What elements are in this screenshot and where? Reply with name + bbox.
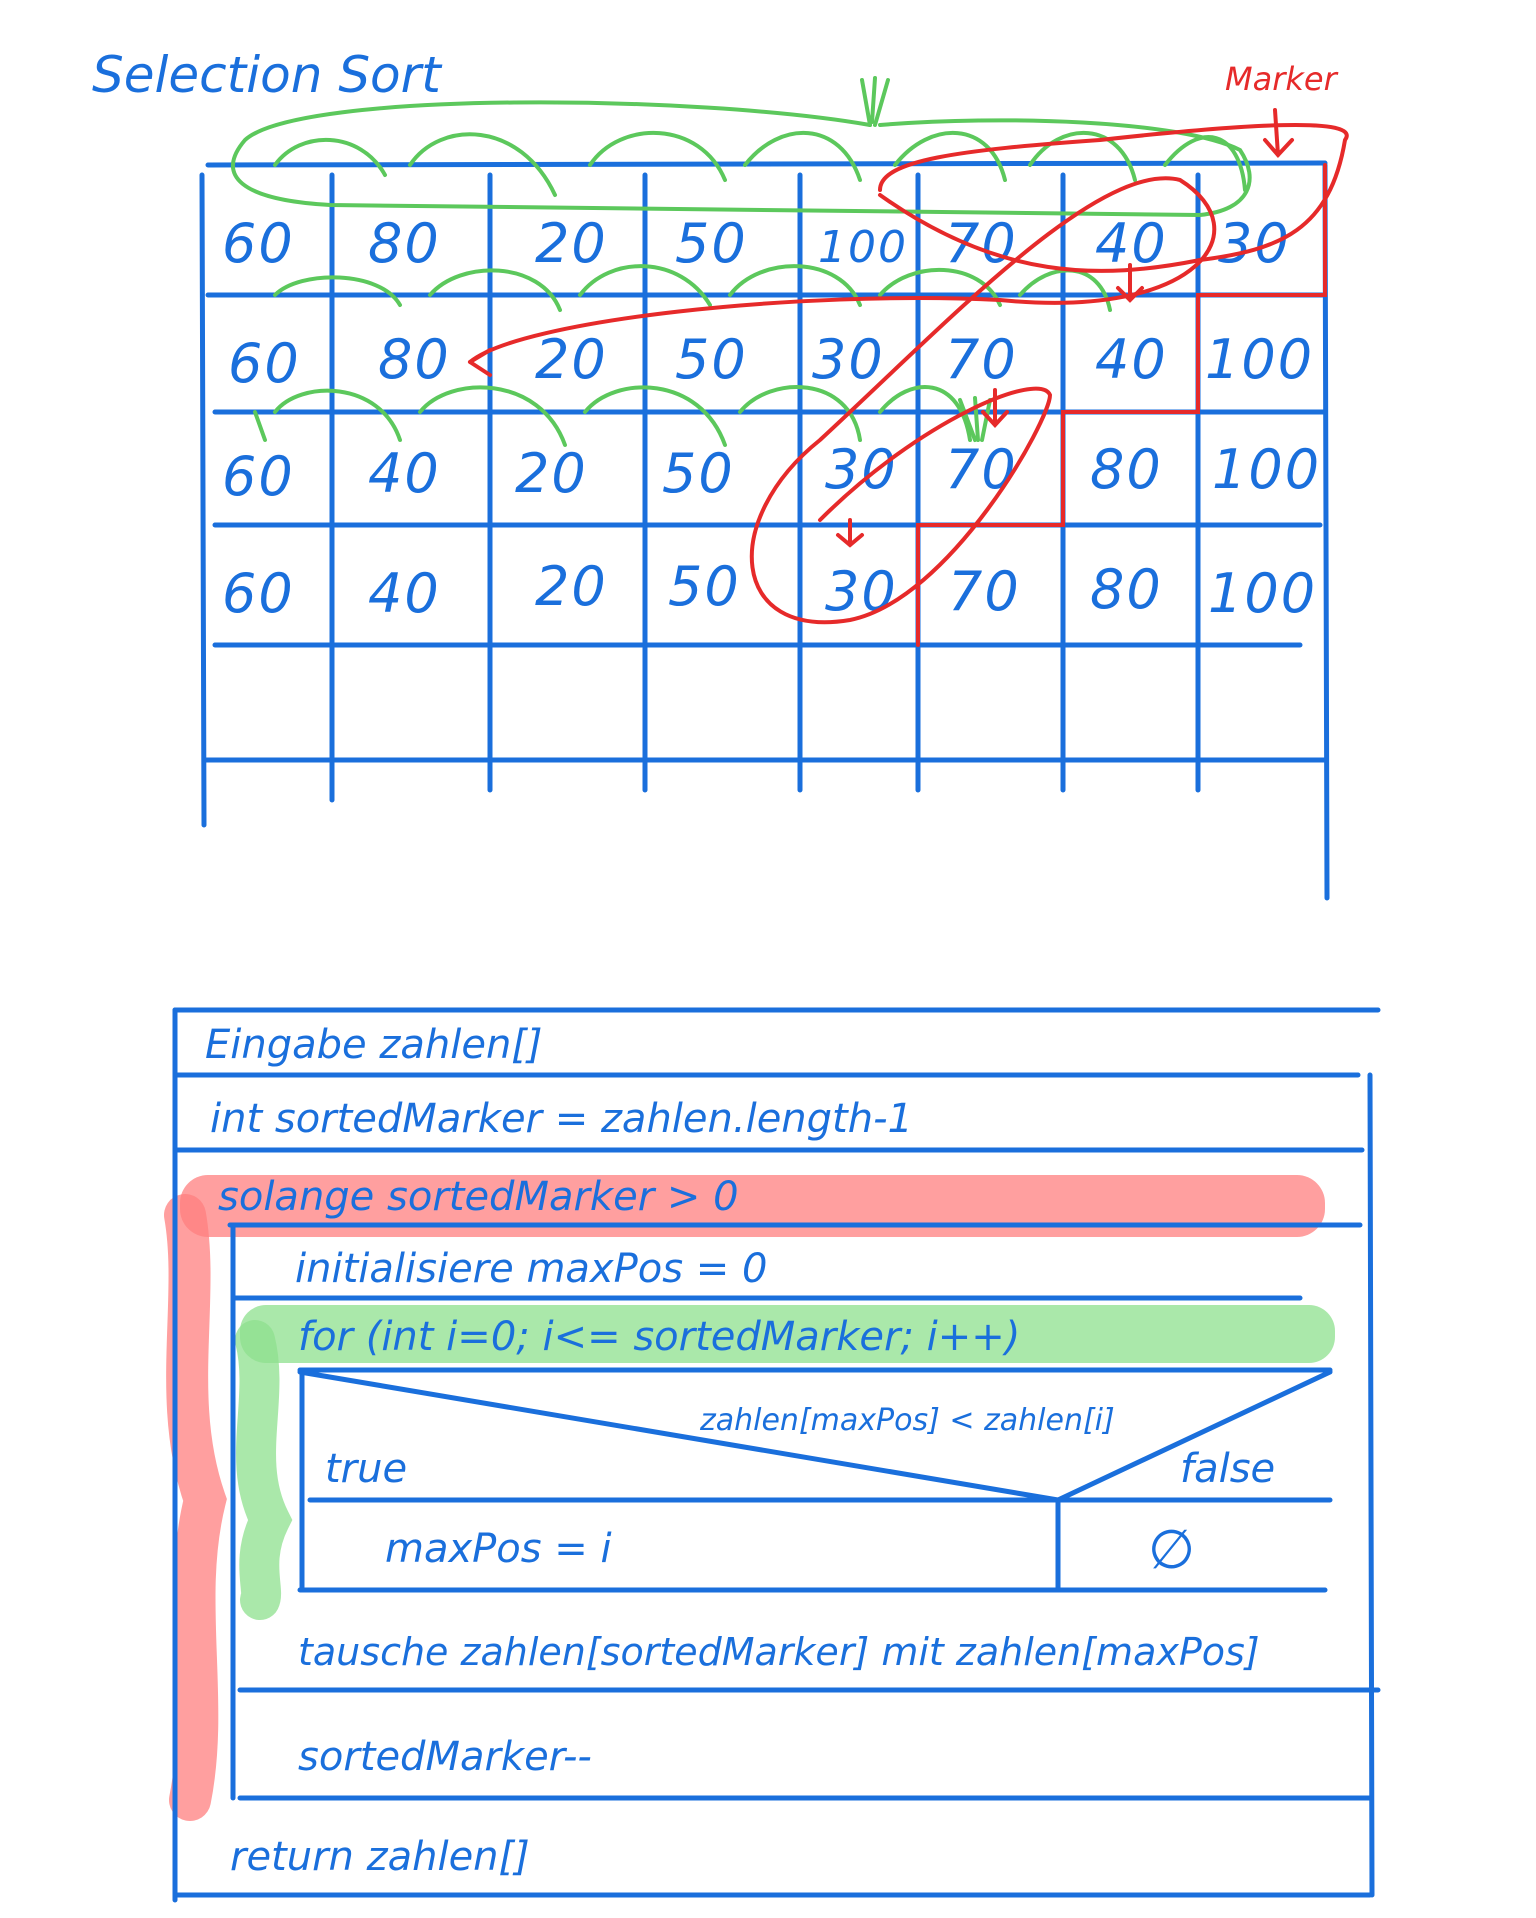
cell-r2-c6: 70 (945, 328, 1018, 391)
cell-r3-c8: 100 (1212, 438, 1321, 501)
nsd-init-maxpos: initialisiere maxPos = 0 (295, 1246, 767, 1292)
cell-r4-c2: 40 (368, 562, 441, 625)
nsd-return: return zahlen[] (230, 1834, 530, 1880)
structogram-frame (172, 1007, 1381, 1903)
cell-r1-c8: 30 (1218, 212, 1291, 275)
cell-r4-c4: 50 (668, 555, 741, 618)
cell-r3-c1: 60 (222, 445, 295, 508)
table-row-4: 60 40 20 50 30 70 80 100 (222, 555, 1317, 625)
cell-r3-c5: 30 (825, 438, 898, 501)
cell-r2-c1: 60 (228, 332, 301, 395)
sorted-marker-trace (468, 108, 1349, 647)
comparison-arrows (230, 76, 1252, 447)
cell-r2-c8: 100 (1205, 328, 1314, 391)
cell-r1-c4: 50 (675, 212, 748, 275)
cell-r2-c3: 20 (535, 328, 608, 391)
cell-r4-c3: 20 (535, 555, 608, 618)
cell-r1-c3: 20 (535, 212, 608, 275)
cell-r1-c2: 80 (368, 212, 441, 275)
nsd-false-action: ∅ (1148, 1518, 1195, 1581)
cell-r1-c5: 100 (818, 222, 908, 273)
page-title: Selection Sort (92, 46, 443, 104)
marker-label: Marker (1225, 60, 1339, 98)
nsd-true-action: maxPos = i (385, 1526, 612, 1572)
for-body-highlight (235, 1320, 293, 1620)
cell-r2-c7: 40 (1095, 328, 1168, 391)
for-highlight (240, 1305, 1335, 1363)
cell-r4-c7: 80 (1090, 558, 1163, 621)
cell-r4-c6: 70 (948, 560, 1021, 623)
nsd-decrement: sortedMarker-- (298, 1734, 592, 1780)
while-body-highlight (164, 1194, 227, 1821)
cell-r4-c5: 30 (825, 560, 898, 623)
nsd-for-header: for (int i=0; i<= sortedMarker; i++) (298, 1314, 1020, 1360)
cell-r3-c6: 70 (945, 438, 1018, 501)
cell-r3-c4: 50 (662, 442, 735, 505)
cell-r1-c6: 70 (945, 212, 1018, 275)
cell-r3-c7: 80 (1090, 438, 1163, 501)
cell-r3-c2: 40 (368, 442, 441, 505)
nsd-swap: tausche zahlen[sortedMarker] mit zahlen[… (298, 1630, 1260, 1674)
nsd-false-label: false (1180, 1446, 1275, 1492)
nsd-input: Eingabe zahlen[] (205, 1022, 543, 1068)
cell-r4-c8: 100 (1208, 562, 1317, 625)
cell-r4-c1: 60 (222, 562, 295, 625)
while-highlight (180, 1175, 1325, 1237)
nsd-init-marker: int sortedMarker = zahlen.length-1 (210, 1096, 913, 1142)
cell-r2-c5: 30 (812, 328, 885, 391)
cell-r2-c2: 80 (378, 328, 451, 391)
nsd-condition: zahlen[maxPos] < zahlen[i] (699, 1403, 1115, 1438)
nsd-while-header: solange sortedMarker > 0 (218, 1174, 739, 1220)
cell-r2-c4: 50 (675, 328, 748, 391)
cell-r1-c1: 60 (222, 212, 295, 275)
table-row-2: 60 80 20 50 30 70 40 100 (228, 328, 1314, 395)
cell-r3-c3: 20 (515, 442, 588, 505)
nsd-true-label: true (325, 1446, 407, 1492)
table-row-3: 60 40 20 50 30 70 80 100 (222, 438, 1321, 508)
table-row-1: 60 80 20 50 100 70 40 30 (222, 212, 1291, 275)
